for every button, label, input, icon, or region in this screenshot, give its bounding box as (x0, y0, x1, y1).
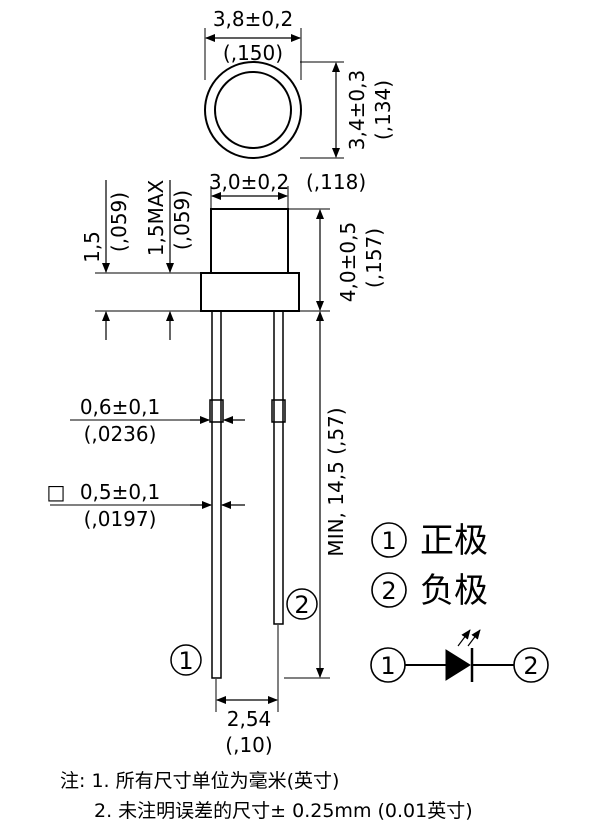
flange-left-dim-in: (,059) (107, 192, 131, 252)
lead-cathode (273, 310, 284, 625)
legend-item2-num: 2 (381, 577, 396, 605)
symbol-cathode-num: 2 (523, 652, 538, 680)
lead-bulge-dim: 0,6±0,1 (80, 395, 160, 419)
symbol-cathode-circle (513, 647, 549, 683)
light-ray-1 (457, 629, 471, 647)
top-height-dim: 3,4±0,3 (345, 70, 369, 150)
top-height-dim-in: (,134) (371, 80, 395, 140)
lead-square-dim: 0,5±0,1 (80, 480, 160, 504)
leads: 2 1 MIN, 14,5 (,57) 0,6±0,1 (,0236) □ 0,… (47, 310, 348, 757)
legend-item1-label: 正极 (420, 521, 488, 561)
lead-pitch-dim-in: (,10) (225, 733, 272, 757)
led-schematic-symbol: 1 2 (370, 629, 549, 683)
legend-item1-num: 1 (381, 527, 396, 555)
body-height-dim-in: (,157) (362, 228, 386, 288)
flange-left-dim: 1,5 (80, 231, 104, 263)
body-width-dim: 3,0±0,2 (209, 170, 289, 194)
side-view-body: 3,0±0,2 (,118) 4,0±0,5 (,157) 1,5 (,059)… (80, 170, 386, 340)
led-flange (200, 272, 300, 312)
lead-square-symbol: □ (47, 480, 66, 504)
legend-item2-circle (371, 572, 407, 608)
flange-max-dim: 1,5MAX (144, 179, 168, 256)
lens-inner-ring (214, 71, 292, 149)
lead1-marker-circle (170, 644, 202, 676)
lead2-marker: 2 (294, 591, 309, 619)
lead-anode-bulge (209, 399, 224, 423)
lead-bulge-dim-in: (,0236) (84, 422, 157, 446)
body-height-dim: 4,0±0,5 (336, 222, 360, 302)
top-width-dim-in: (,150) (223, 41, 283, 65)
diode-triangle-icon (445, 649, 471, 681)
lens-outer-ring (204, 61, 302, 159)
legend-item1-circle (371, 522, 407, 558)
legend-item2-label: 负极 (420, 571, 488, 611)
lead-square-dim-in: (,0197) (84, 507, 157, 531)
top-width-dim: 3,8±0,2 (213, 7, 293, 31)
lead1-marker: 1 (178, 647, 193, 675)
body-width-dim-in: (,118) (306, 170, 366, 194)
lead-anode (211, 310, 222, 679)
pin-legend: 1 正极 2 负极 (371, 521, 488, 611)
lead-pitch-dim: 2,54 (227, 707, 272, 731)
top-view: 3,8±0,2 (,150) 3,4±0,3 (,134) (204, 7, 395, 159)
note-line-1: 注: 1. 所有尺寸单位为毫米(英寸) (60, 770, 340, 792)
flange-max-dim-in: (,059) (170, 190, 194, 250)
lead-cathode-bulge (271, 399, 286, 423)
light-ray-2 (467, 629, 481, 647)
lead-length-dim: MIN, 14,5 (,57) (324, 407, 348, 556)
led-body (210, 208, 289, 274)
note-line-2: 2. 未注明误差的尺寸± 0.25mm (0.01英寸) (94, 800, 473, 822)
symbol-anode-num: 1 (380, 652, 395, 680)
